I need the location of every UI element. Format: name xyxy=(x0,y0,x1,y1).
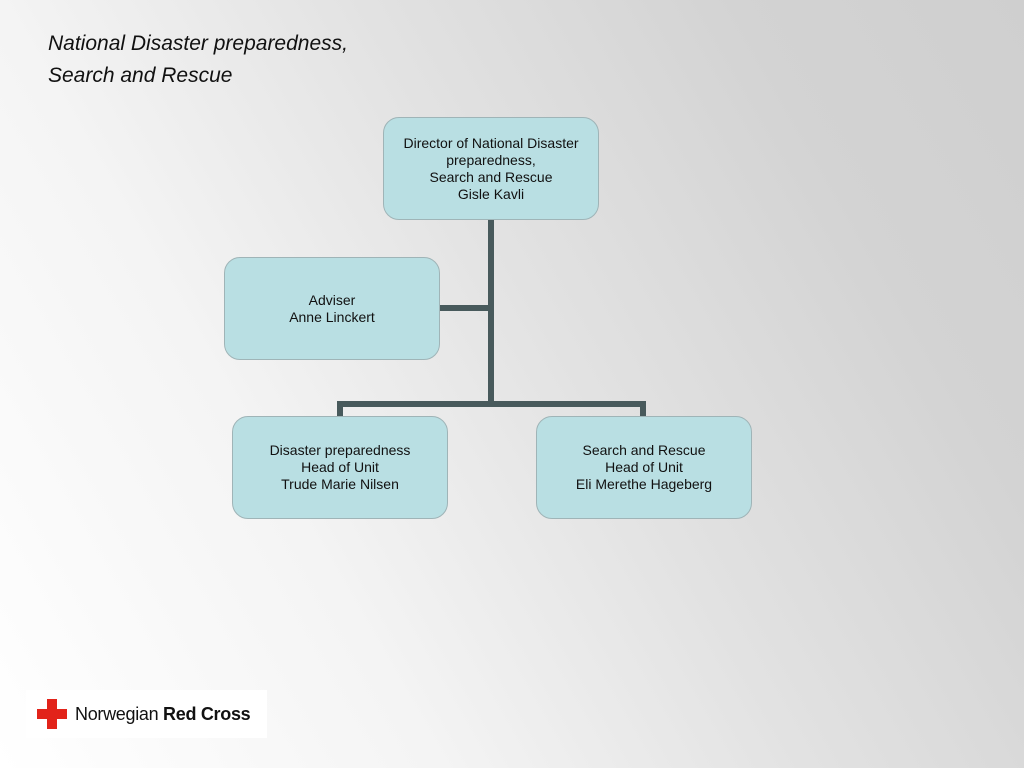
disaster-preparedness-role: Head of Unit xyxy=(301,459,379,475)
disaster-preparedness-name: Trude Marie Nilsen xyxy=(281,476,399,492)
org-node-director: Director of National Disaster preparedne… xyxy=(383,117,599,220)
director-title-line-2: preparedness, xyxy=(446,151,536,168)
org-node-search-and-rescue: Search and Rescue Head of Unit Eli Meret… xyxy=(536,416,752,519)
search-and-rescue-role: Head of Unit xyxy=(605,459,683,475)
director-name: Gisle Kavli xyxy=(457,185,525,202)
norwegian-red-cross-logo: Norwegian Red Cross xyxy=(26,690,267,738)
red-cross-icon xyxy=(37,699,67,729)
org-node-disaster-preparedness: Disaster preparedness Head of Unit Trude… xyxy=(232,416,448,519)
connector-units-branch xyxy=(337,401,646,416)
logo-text: Norwegian Red Cross xyxy=(75,703,251,725)
logo-text-light: Norwegian xyxy=(75,703,164,724)
adviser-title: Adviser xyxy=(308,291,356,308)
slide-title-line-2: Search and Rescue xyxy=(48,64,233,87)
slide-title-line-1: National Disaster preparedness, xyxy=(48,32,348,55)
adviser-name: Anne Linckert xyxy=(289,308,375,325)
director-title-line-1: Director of National Disaster xyxy=(403,134,579,151)
slide-title: National Disaster preparedness, Search a… xyxy=(48,28,348,92)
logo-text-bold: Red Cross xyxy=(163,703,251,724)
org-node-adviser: Adviser Anne Linckert xyxy=(224,257,440,360)
disaster-preparedness-unit: Disaster preparedness xyxy=(269,442,411,458)
search-and-rescue-unit: Search and Rescue xyxy=(582,442,706,458)
search-and-rescue-name: Eli Merethe Hageberg xyxy=(575,476,713,492)
director-title-line-3: Search and Rescue xyxy=(429,168,553,185)
